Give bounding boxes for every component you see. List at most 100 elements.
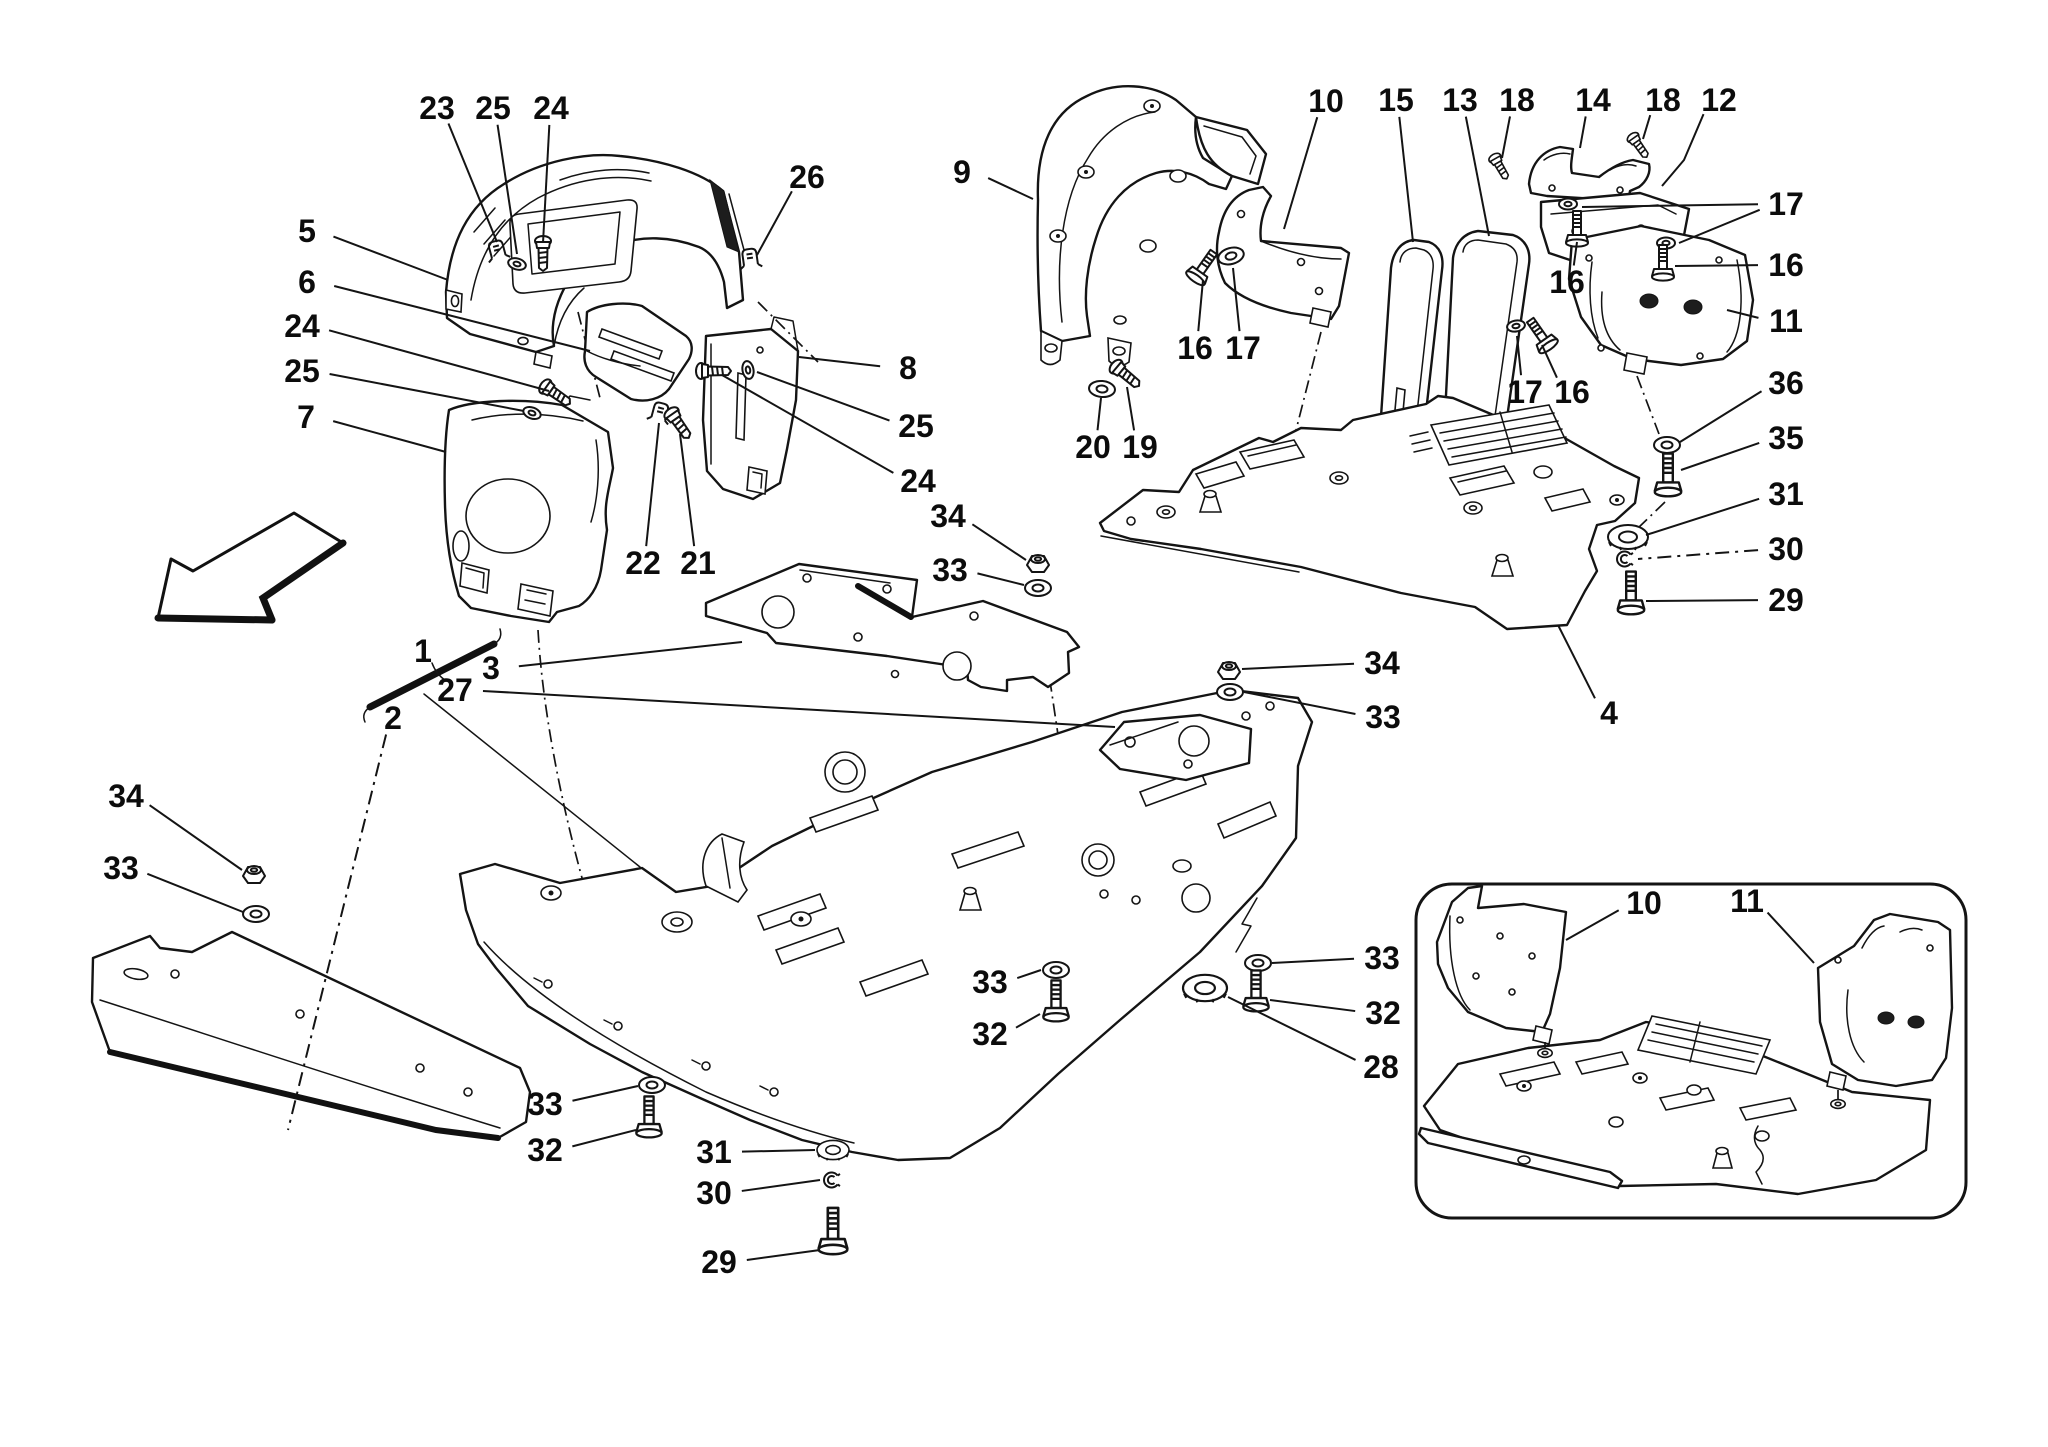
part-front-lower-shield-7[interactable] — [443, 395, 615, 624]
callout-4[interactable]: 4 — [1600, 695, 1618, 731]
callout-12[interactable]: 12 — [1701, 82, 1737, 118]
leader-line-36 — [1679, 390, 1763, 443]
callout-11[interactable]: 11 — [1769, 303, 1803, 339]
wheelhouse-access-window — [509, 199, 638, 294]
callout-17[interactable]: 17 — [1225, 330, 1261, 366]
fastener-washer-sm — [1830, 1098, 1846, 1110]
fastener-nut — [1026, 554, 1050, 573]
callout-34[interactable]: 34 — [930, 498, 966, 534]
callout-34[interactable]: 34 — [108, 778, 144, 814]
callout-18[interactable]: 18 — [1499, 82, 1535, 118]
callout-17[interactable]: 17 — [1507, 374, 1543, 410]
callout-25[interactable]: 25 — [284, 353, 320, 389]
callout-18[interactable]: 18 — [1645, 82, 1681, 118]
callout-25[interactable]: 25 — [898, 408, 934, 444]
fastener-bolt-v — [1653, 452, 1683, 498]
leader-line-6 — [333, 285, 591, 352]
callout-31[interactable]: 31 — [1768, 476, 1804, 512]
callout-13[interactable]: 13 — [1442, 82, 1478, 118]
part-rear-undertray-4[interactable] — [1098, 394, 1641, 631]
part-mid-plate-3[interactable] — [704, 562, 1081, 693]
callout-30[interactable]: 30 — [696, 1175, 732, 1211]
fastener-washer-sm — [1537, 1047, 1553, 1059]
callout-16[interactable]: 16 — [1768, 247, 1804, 283]
callout-33[interactable]: 33 — [1364, 940, 1400, 976]
callout-33[interactable]: 33 — [527, 1086, 563, 1122]
part-main-undertray-27[interactable] — [458, 688, 1314, 1162]
callout-26[interactable]: 26 — [789, 159, 825, 195]
part-side-bracket-8[interactable] — [701, 316, 800, 501]
callout-31[interactable]: 31 — [696, 1134, 732, 1170]
callout-21[interactable]: 21 — [680, 545, 716, 581]
callout-29[interactable]: 29 — [1768, 582, 1804, 618]
leader-line-27 — [482, 689, 1116, 728]
part-rear-wheelhouse-9[interactable] — [1036, 85, 1268, 367]
callout-25[interactable]: 25 — [475, 90, 511, 126]
callout-30[interactable]: 30 — [1768, 531, 1804, 567]
callout-20[interactable]: 20 — [1075, 429, 1111, 465]
callout-19[interactable]: 19 — [1122, 429, 1158, 465]
callout-33[interactable]: 33 — [972, 964, 1008, 1000]
callout-27[interactable]: 27 — [437, 672, 473, 708]
leader-line-24 — [542, 124, 551, 244]
break-symbol — [1235, 897, 1258, 953]
part-front-spoiler-2[interactable] — [90, 930, 532, 1141]
part-front-wheelhouse-5[interactable] — [444, 153, 745, 369]
callout-28[interactable]: 28 — [1363, 1049, 1399, 1085]
callout-33[interactable]: 33 — [103, 850, 139, 886]
callout-24[interactable]: 24 — [284, 308, 320, 344]
callout-32[interactable]: 32 — [1365, 995, 1401, 1031]
axis-shield-to-undertray — [537, 629, 649, 1069]
callout-16[interactable]: 16 — [1549, 264, 1585, 300]
callout-2[interactable]: 2 — [384, 700, 402, 736]
callout-33[interactable]: 33 — [932, 552, 968, 588]
fastener-nut — [1217, 661, 1241, 680]
part-mount-plate-28[interactable] — [1098, 713, 1253, 782]
leader-line-32 — [1269, 999, 1356, 1013]
callout-10[interactable]: 10 — [1626, 885, 1662, 921]
leader-line-5 — [333, 235, 449, 281]
callout-9[interactable]: 9 — [953, 154, 971, 190]
leader-line-16 — [1197, 279, 1204, 332]
callout-14[interactable]: 14 — [1575, 82, 1611, 118]
callout-29[interactable]: 29 — [701, 1244, 737, 1280]
leader-line-18 — [1642, 114, 1652, 140]
part-access-panel-6[interactable] — [583, 302, 693, 402]
callout-16[interactable]: 16 — [1554, 374, 1590, 410]
callout-15[interactable]: 15 — [1378, 82, 1414, 118]
leader-line-29 — [1645, 599, 1759, 602]
fastener-washer — [1244, 954, 1272, 972]
callout-11[interactable]: 11 — [1730, 883, 1764, 919]
callout-7[interactable]: 7 — [297, 399, 315, 435]
fastener-bolt-v — [817, 1206, 849, 1256]
callout-3[interactable]: 3 — [482, 650, 500, 686]
callout-35[interactable]: 35 — [1768, 420, 1804, 456]
callout-32[interactable]: 32 — [527, 1132, 563, 1168]
callout-1[interactable]: 1 — [414, 633, 432, 669]
leader-line-17 — [1232, 267, 1241, 332]
callout-36[interactable]: 36 — [1768, 365, 1804, 401]
callout-16[interactable]: 16 — [1177, 330, 1213, 366]
part-bracket-14[interactable] — [1527, 145, 1651, 203]
leader-line-10 — [1565, 909, 1620, 941]
callout-10[interactable]: 10 — [1308, 83, 1344, 119]
callout-6[interactable]: 6 — [298, 264, 316, 300]
leader-line-11 — [1726, 309, 1759, 319]
callout-8[interactable]: 8 — [899, 350, 917, 386]
part-corner-panel-11[interactable] — [1567, 224, 1755, 375]
leader-line-7 — [332, 420, 447, 453]
callout-24[interactable]: 24 — [900, 463, 936, 499]
callout-34[interactable]: 34 — [1364, 645, 1400, 681]
callout-33[interactable]: 33 — [1365, 699, 1401, 735]
callout-32[interactable]: 32 — [972, 1016, 1008, 1052]
callout-24[interactable]: 24 — [533, 90, 569, 126]
axis-stack-to-grommet — [1635, 501, 1666, 531]
callout-23[interactable]: 23 — [419, 90, 455, 126]
callout-17[interactable]: 17 — [1768, 186, 1804, 222]
leader-line-32 — [572, 1129, 637, 1148]
callout-5[interactable]: 5 — [298, 213, 316, 249]
callout-22[interactable]: 22 — [625, 545, 661, 581]
part-corner-panel-10[interactable] — [1215, 185, 1351, 328]
